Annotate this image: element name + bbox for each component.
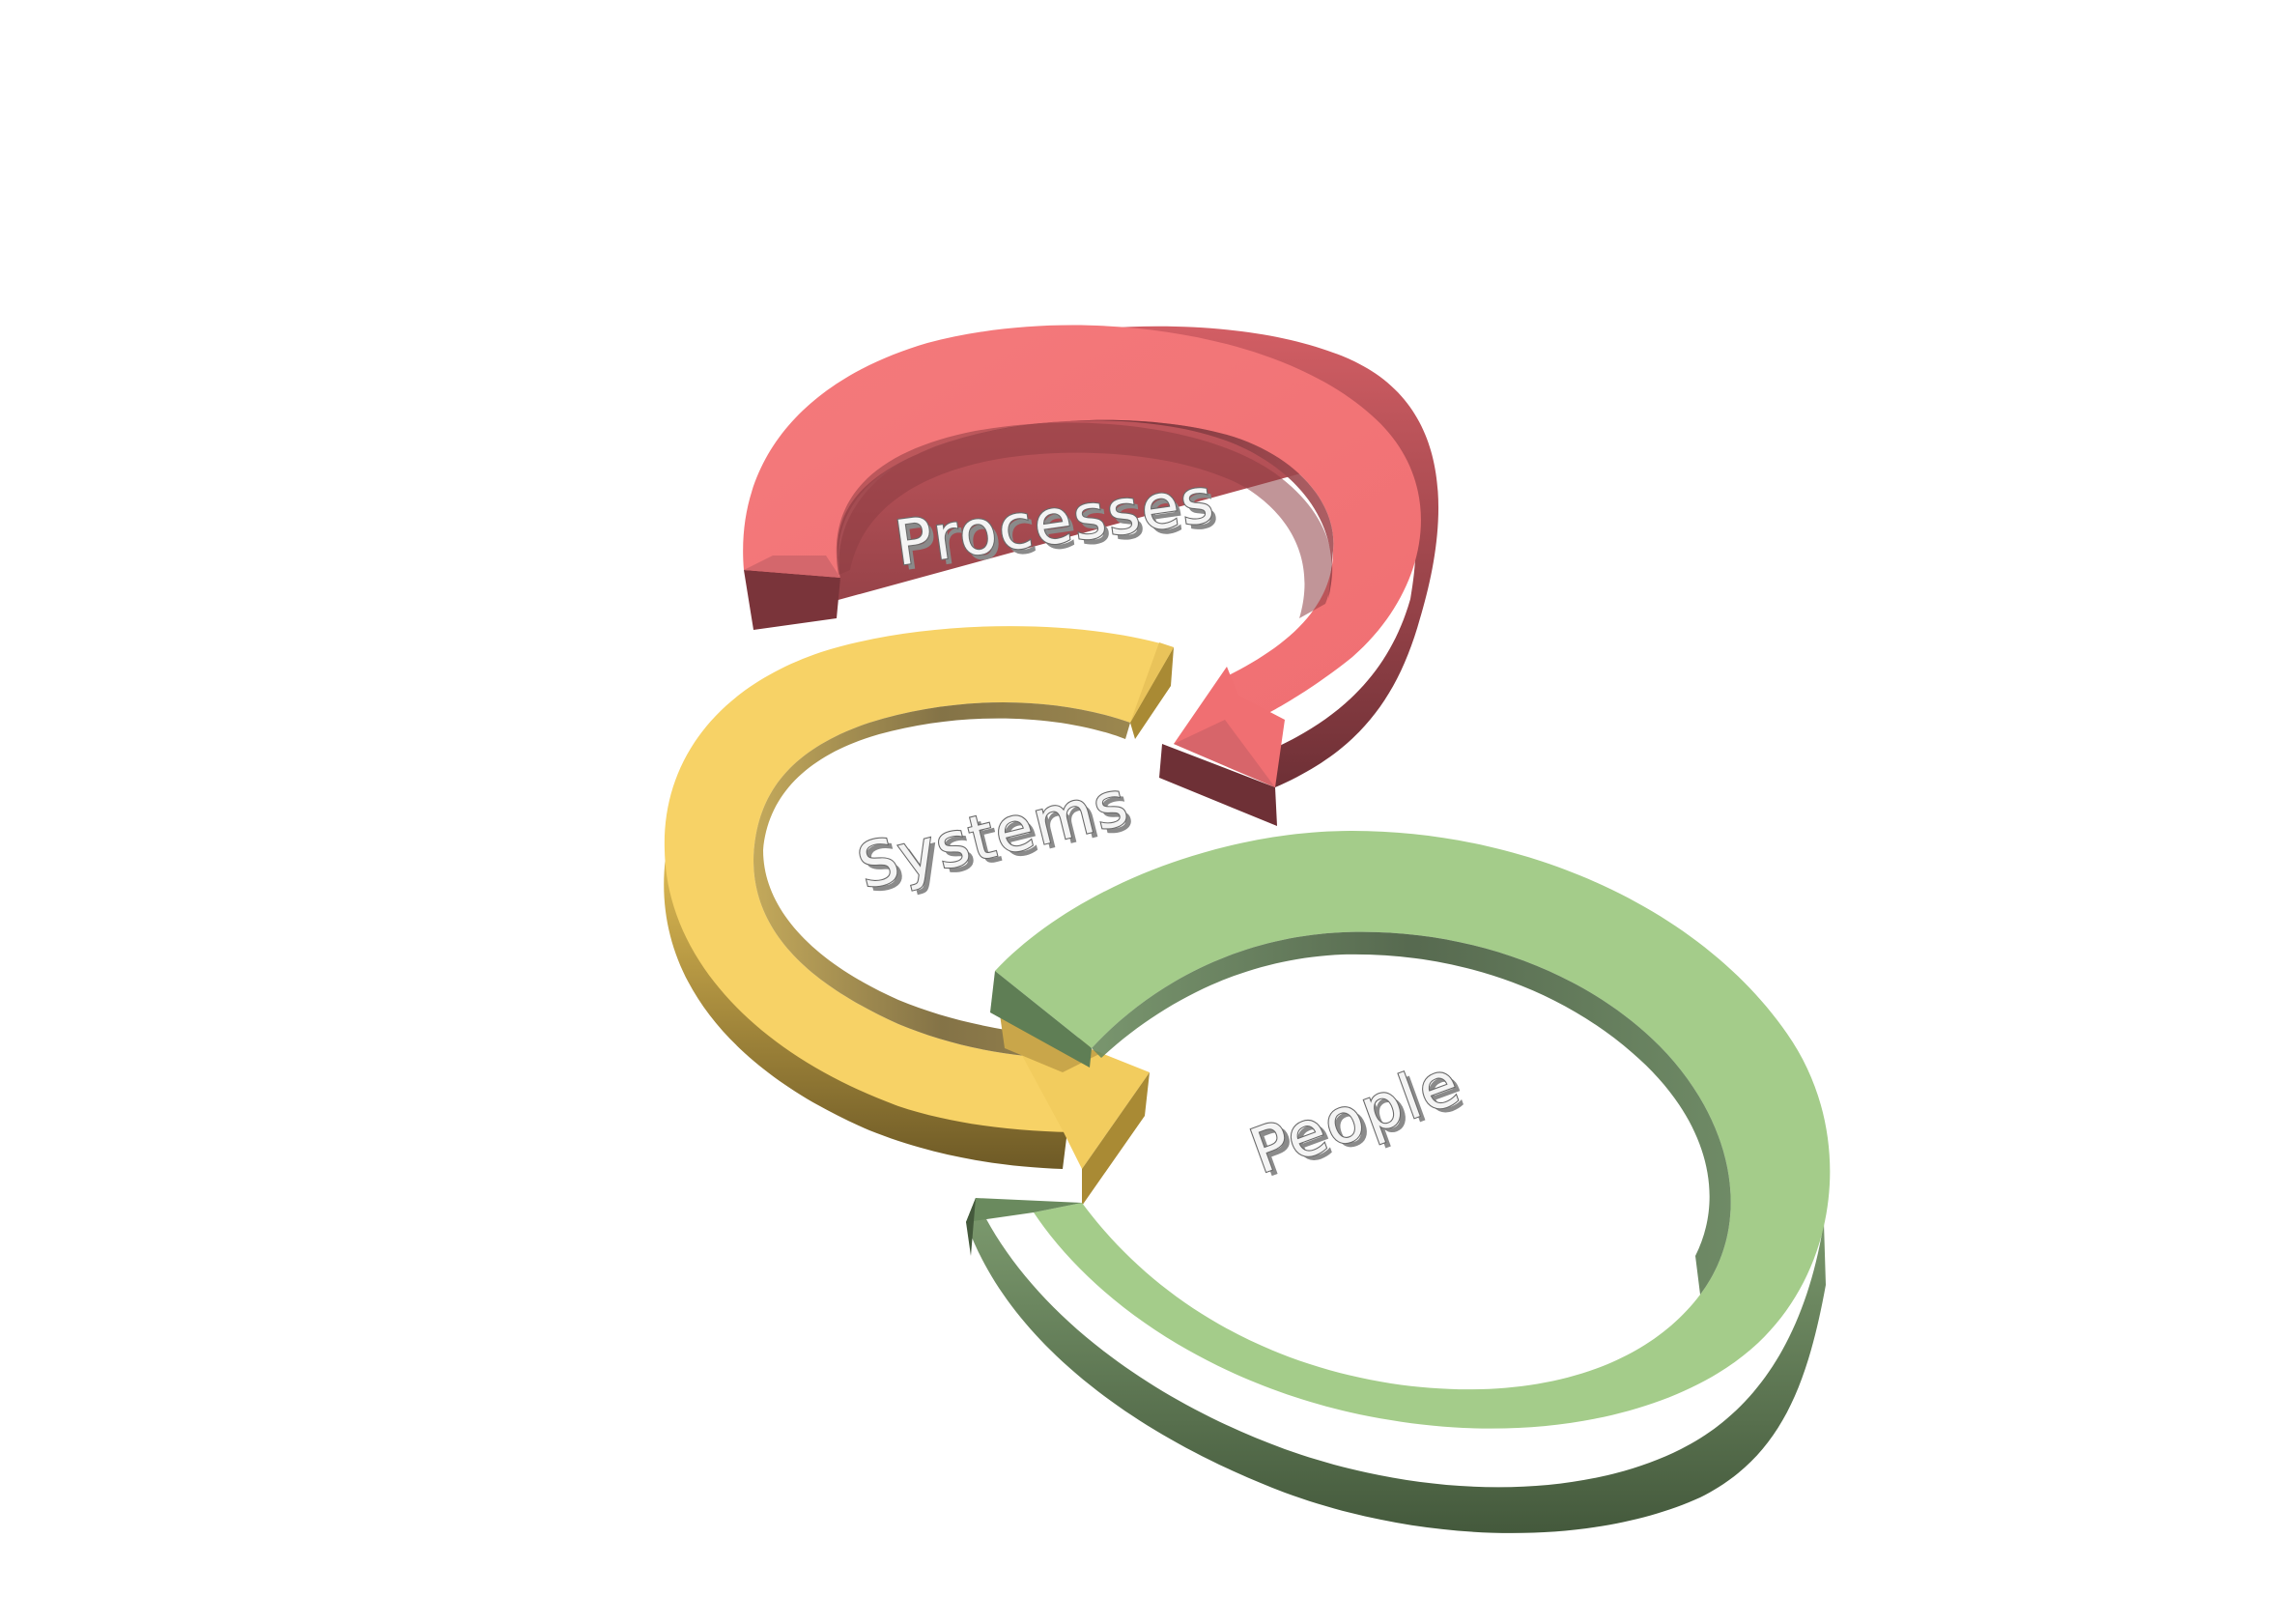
people-label: People: [1241, 1047, 1469, 1188]
processes-arrow-tail: [744, 570, 840, 630]
systems-arrow-side: [664, 850, 1067, 1169]
people-arrow-top: [995, 831, 1831, 1429]
systems-arrow-tail: [1130, 647, 1174, 739]
people-arrow-tail: [990, 971, 1092, 1068]
processes-arrow-top: [743, 325, 1421, 725]
processes-cycle-arrow: [743, 325, 1439, 826]
systems-label-group: Systems Systems: [850, 766, 1142, 908]
systems-label: Systems: [851, 768, 1136, 904]
systems-cycle-arrow: [664, 626, 1174, 1206]
people-cycle-arrow: [966, 831, 1831, 1533]
people-label-group: People People: [1240, 1046, 1475, 1193]
systems-arrow-top: [664, 626, 1174, 1132]
